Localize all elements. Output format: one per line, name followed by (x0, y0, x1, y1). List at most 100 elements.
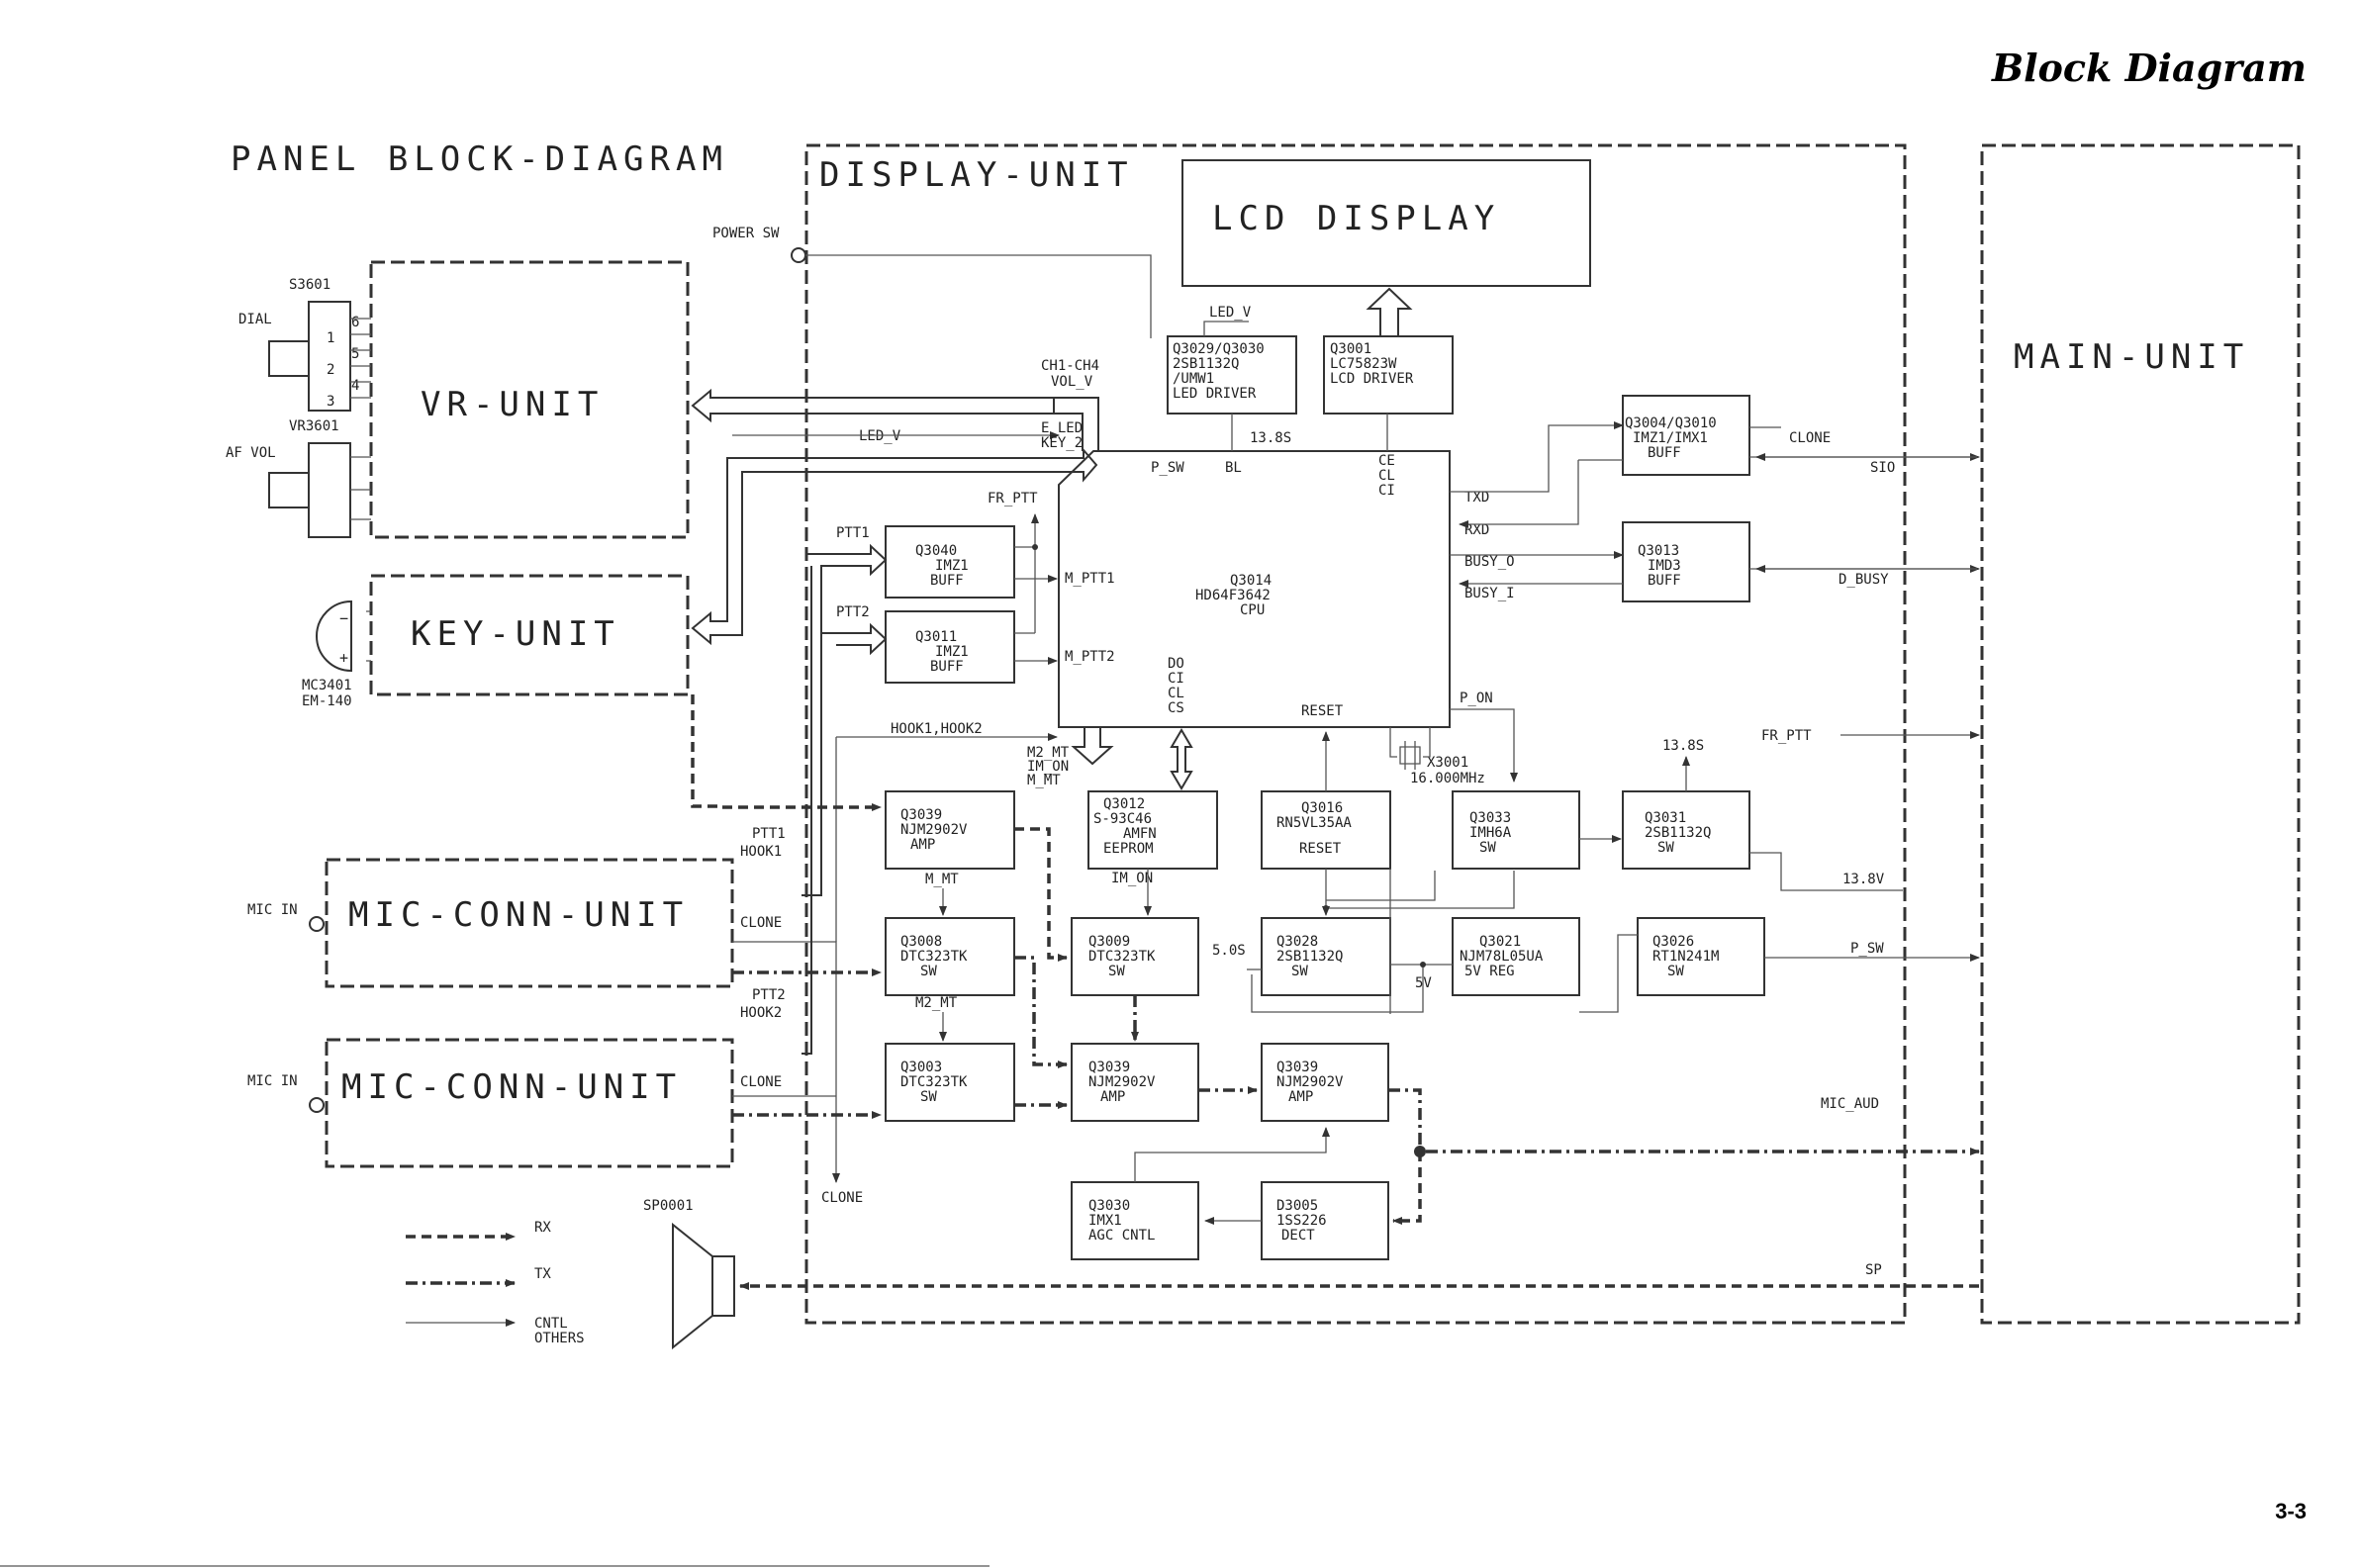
svg-text:Q3013: Q3013 (1638, 543, 1679, 559)
svg-text:SW: SW (920, 964, 937, 979)
p-sw-right-label: P_SW (1850, 941, 1884, 957)
ci-lower-label: CI (1168, 671, 1184, 687)
bl-label: BL (1225, 460, 1242, 476)
microphone-symbol (316, 600, 352, 673)
legend-others-label: OTHERS (534, 1331, 585, 1346)
q3039b-amp: Q3039 NJM2902V AMP (1071, 1043, 1199, 1122)
cl-label: CL (1378, 468, 1395, 484)
d3005-dect: D3005 1SS226 DECT (1261, 1181, 1389, 1260)
svg-text:DTC323TK: DTC323TK (1088, 949, 1156, 965)
v13-8v-label: 13.8V (1842, 872, 1885, 887)
svg-text:NJM2902V: NJM2902V (1088, 1074, 1156, 1090)
txd-label: TXD (1464, 490, 1489, 506)
cs-label: CS (1168, 700, 1184, 716)
pin-2: 2 (327, 362, 334, 378)
svg-text:SW: SW (1108, 964, 1125, 979)
pin-3: 3 (327, 394, 334, 410)
x3001-label: X3001 (1427, 755, 1468, 771)
svg-text:Q3026: Q3026 (1652, 934, 1694, 950)
legend-cntl-label: CNTL (534, 1316, 568, 1332)
q3039c-amp: Q3039 NJM2902V AMP (1261, 1043, 1389, 1122)
rxd-label: RXD (1464, 522, 1489, 538)
mc3401-label: MC3401 (302, 678, 352, 693)
mic-conn-unit-2-label: MIC-CONN-UNIT (341, 1067, 682, 1107)
svg-text:CPU: CPU (1240, 602, 1265, 618)
svg-text:Q3029/Q3030: Q3029/Q3030 (1173, 341, 1265, 357)
svg-text:Q3001: Q3001 (1330, 341, 1371, 357)
m2-mt-lower-label: M2_MT (915, 995, 958, 1011)
vr3601-pot (308, 442, 351, 538)
power-sw-jack (791, 247, 806, 263)
svg-text:BUFF: BUFF (930, 659, 964, 675)
tx-path-q3008 (1014, 956, 1068, 1068)
busy-o-label: BUSY_O (1464, 554, 1515, 570)
page-header-title: Block Diagram (1991, 46, 2307, 90)
svg-text:D3005: D3005 (1276, 1198, 1318, 1214)
ptt2-mic-label: PTT2 (752, 987, 786, 1003)
svg-text:LED DRIVER: LED DRIVER (1173, 386, 1257, 402)
mic-aud-label: MIC_AUD (1821, 1096, 1879, 1112)
lcd-display-label: LCD DISPLAY (1212, 199, 1500, 238)
q3001-lcd-driver: Q3001 LC75823W LCD DRIVER (1323, 335, 1454, 415)
svg-text:DECT: DECT (1281, 1228, 1315, 1244)
svg-text:DTC323TK: DTC323TK (900, 1074, 968, 1090)
q3008-sw: Q3008 DTC323TK SW (885, 917, 1015, 996)
svg-text:RN5VL35AA: RN5VL35AA (1276, 815, 1352, 831)
sp0001-label: SP0001 (643, 1198, 694, 1214)
svg-text:IMZ1/IMX1: IMZ1/IMX1 (1633, 430, 1708, 446)
legend-rx-label: RX (534, 1220, 551, 1236)
q3026-sw: Q3026 RT1N241M SW (1637, 917, 1765, 996)
svg-text:Q3008: Q3008 (900, 934, 942, 950)
q3009-sw: Q3009 DTC323TK SW (1071, 917, 1199, 996)
svg-text:AMFN: AMFN (1123, 826, 1157, 842)
svg-text:Q3031: Q3031 (1645, 810, 1686, 826)
svg-text:Q3039: Q3039 (1088, 1060, 1130, 1075)
svg-text:2SB1132Q: 2SB1132Q (1276, 949, 1343, 965)
svg-text:LCD DRIVER: LCD DRIVER (1330, 371, 1414, 387)
svg-text:AMP: AMP (910, 837, 935, 853)
main-unit-label: MAIN-UNIT (2014, 337, 2249, 377)
mic-plus: + (339, 649, 348, 667)
clone-mic2-label: CLONE (740, 1074, 782, 1090)
hook2-label: HOOK2 (740, 1005, 782, 1021)
svg-text:S-93C46: S-93C46 (1093, 811, 1152, 827)
d-busy-label: D_BUSY (1839, 572, 1889, 588)
q3033-sw: Q3033 IMH6A SW (1452, 790, 1580, 870)
svg-text:NJM2902V: NJM2902V (900, 822, 968, 838)
v5v-label: 5V (1415, 975, 1432, 991)
eeprom-bus-arrow (1170, 728, 1193, 790)
svg-text:AMP: AMP (1288, 1089, 1313, 1105)
vr-unit-box (369, 260, 690, 539)
cpu-down-bus-arrow (1071, 727, 1114, 766)
display-unit-title: DISPLAY-UNIT (819, 155, 1134, 195)
rx-path-key-to-amp (691, 694, 882, 811)
lcd-display-box (1181, 159, 1591, 287)
hook1-label: HOOK1 (740, 844, 782, 860)
pin-5: 5 (351, 346, 359, 362)
svg-text:IMD3: IMD3 (1648, 558, 1681, 574)
svg-text:RESET: RESET (1299, 841, 1342, 857)
busy-i-label: BUSY_I (1464, 586, 1515, 601)
v5-0s-label: 5.0S (1212, 943, 1246, 959)
m2-mt-label: M2_MT (1027, 745, 1070, 761)
svg-text:Q3039: Q3039 (1276, 1060, 1318, 1075)
svg-text:5V REG: 5V REG (1464, 964, 1515, 979)
svg-text:SW: SW (1479, 840, 1496, 856)
m-mt-label: M_MT (925, 872, 959, 887)
q3003-sw: Q3003 DTC323TK SW (885, 1043, 1015, 1122)
svg-text:DTC323TK: DTC323TK (900, 949, 968, 965)
svg-text:Q3040: Q3040 (915, 543, 957, 559)
svg-text:NJM2902V: NJM2902V (1276, 1074, 1344, 1090)
pin-1: 1 (327, 330, 334, 346)
vr-unit-bus (691, 388, 1055, 423)
svg-text:2SB1132Q: 2SB1132Q (1173, 356, 1239, 372)
svg-text:IMZ1: IMZ1 (935, 558, 969, 574)
svg-text:Q3033: Q3033 (1469, 810, 1511, 826)
power-sw-label: POWER SW (712, 226, 780, 241)
mic-in-2-jack (309, 1097, 325, 1113)
ptt1-mic-label: PTT1 (752, 826, 786, 842)
q3013-buff: Q3013 IMD3 BUFF (1622, 521, 1750, 602)
svg-text:BUFF: BUFF (1648, 445, 1681, 461)
svg-text:SW: SW (920, 1089, 937, 1105)
